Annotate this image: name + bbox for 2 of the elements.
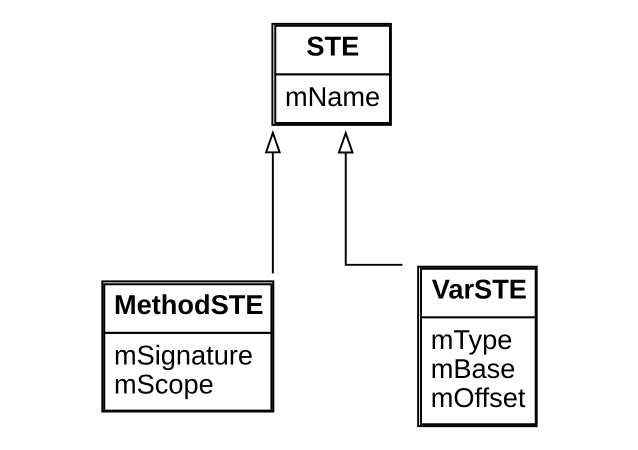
arrow bbox=[264, 130, 281, 274]
arrow bbox=[337, 130, 402, 266]
